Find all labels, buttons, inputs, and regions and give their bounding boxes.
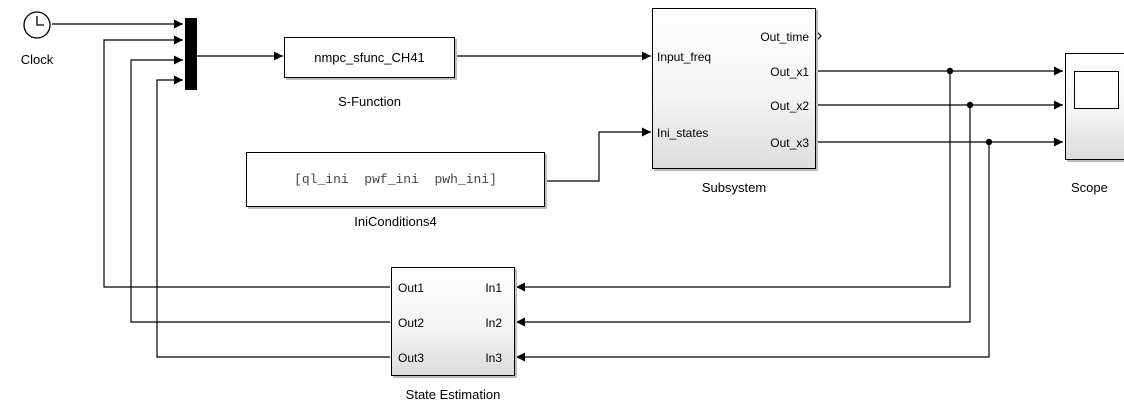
signal-x1-to-estimation bbox=[516, 71, 951, 292]
state-estimation-port-in3: In3 bbox=[485, 351, 502, 365]
signal-constant-to-subsystem bbox=[545, 127, 651, 182]
scope-label: Scope bbox=[1071, 180, 1108, 195]
scope-block[interactable] bbox=[1065, 53, 1124, 160]
clock-label: Clock bbox=[20, 52, 54, 67]
state-estimation-port-in1: In1 bbox=[485, 281, 502, 295]
state-estimation-port-in2: In2 bbox=[485, 316, 502, 330]
subsystem-port-out-x2: Out_x2 bbox=[770, 99, 809, 113]
state-estimation-block[interactable]: Out1 Out2 Out3 In1 In2 In3 bbox=[391, 267, 515, 376]
clock-block[interactable] bbox=[22, 10, 52, 40]
constant-block[interactable]: [ql_ini pwf_ini pwh_ini] bbox=[246, 152, 545, 207]
signal-out3-to-mux bbox=[156, 75, 390, 358]
constant-value: [ql_ini pwf_ini pwh_ini] bbox=[294, 172, 497, 187]
subsystem-block[interactable]: Input_freq Ini_states Out_time Out_x1 Ou… bbox=[652, 8, 816, 169]
state-estimation-port-out3: Out3 bbox=[398, 351, 425, 365]
signal-out2-to-mux bbox=[130, 55, 390, 323]
branch-point-x3 bbox=[985, 138, 993, 146]
signal-out1-to-mux bbox=[103, 35, 390, 288]
sfunction-name: nmpc_sfunc_CH41 bbox=[314, 50, 425, 65]
sfunction-caption: S-Function bbox=[338, 94, 401, 109]
subsystem-port-out-time: Out_time bbox=[760, 30, 809, 44]
state-estimation-caption: State Estimation bbox=[405, 387, 501, 402]
branch-point-x1 bbox=[946, 67, 954, 75]
signal-x3-to-estimation bbox=[516, 142, 990, 362]
subsystem-port-input-freq: Input_freq bbox=[657, 50, 712, 64]
subsystem-port-out-x1: Out_x1 bbox=[770, 65, 809, 79]
subsystem-port-ini-states: Ini_states bbox=[657, 126, 709, 140]
state-estimation-port-out2: Out2 bbox=[398, 316, 425, 330]
constant-caption: IniConditions4 bbox=[354, 214, 437, 229]
state-estimation-port-out1: Out1 bbox=[398, 281, 425, 295]
sfunction-block[interactable]: nmpc_sfunc_CH41 bbox=[284, 37, 455, 78]
out-time-port-marker bbox=[815, 30, 822, 42]
scope-screen-icon bbox=[1074, 71, 1119, 109]
branch-point-x2 bbox=[966, 101, 974, 109]
subsystem-caption: Subsystem bbox=[701, 180, 767, 195]
mux-block[interactable] bbox=[185, 18, 197, 90]
clock-icon bbox=[23, 11, 51, 39]
subsystem-port-out-x3: Out_x3 bbox=[770, 136, 809, 150]
signal-x2-to-estimation bbox=[516, 105, 971, 327]
